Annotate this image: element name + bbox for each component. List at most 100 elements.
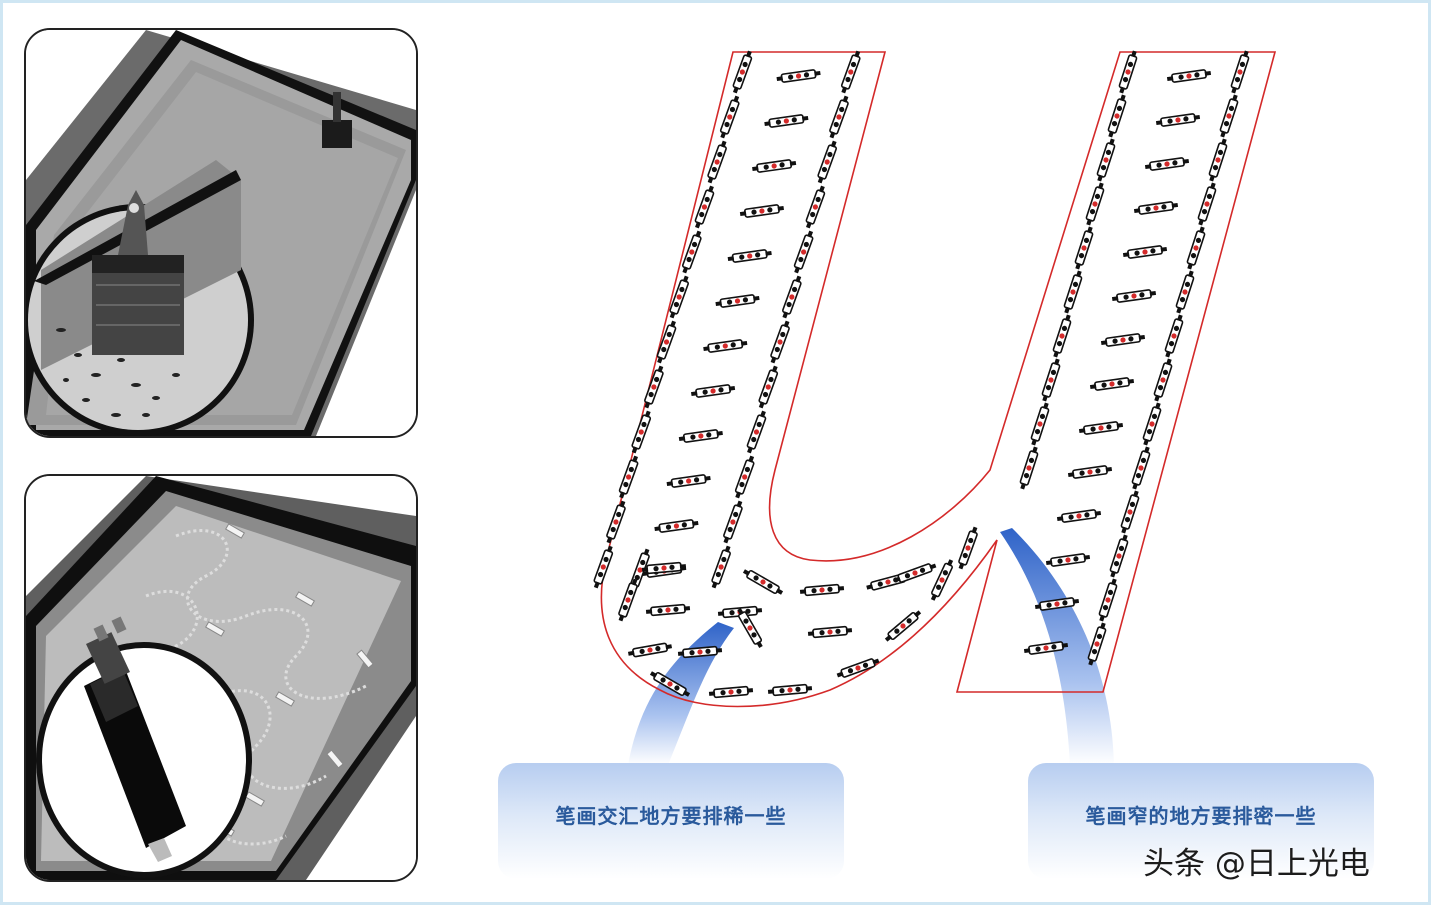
- led-module: [770, 320, 790, 364]
- led-module: [752, 159, 797, 173]
- led-module: [727, 249, 772, 263]
- led-module: [1230, 50, 1250, 94]
- led-module: [782, 275, 802, 319]
- led-module: [805, 185, 826, 229]
- led-module: [1142, 402, 1162, 446]
- led-module: [1133, 201, 1179, 215]
- led-module: [1109, 534, 1129, 578]
- panel-glue-modules: [24, 474, 418, 882]
- small-scraper-icon: [322, 92, 352, 148]
- led-module: [1030, 402, 1050, 446]
- callout-left-text: 笔画交汇地方要排稀一些: [555, 803, 787, 828]
- led-module: [1131, 446, 1151, 490]
- led-module: [807, 625, 853, 639]
- led-module: [715, 294, 760, 308]
- led-module: [669, 275, 689, 319]
- led-module: [593, 545, 614, 589]
- led-module: [742, 569, 784, 595]
- led-module: [1111, 289, 1157, 303]
- watermark: 头条 @日上光电: [1143, 846, 1370, 882]
- led-module: [1063, 270, 1083, 314]
- led-module: [1052, 314, 1072, 358]
- led-module: [641, 561, 687, 575]
- led-module: [840, 50, 861, 94]
- led-module: [776, 69, 821, 83]
- clean-tray-illustration: [26, 30, 416, 436]
- led-module: [1087, 622, 1107, 666]
- led-module: [734, 455, 755, 499]
- led-module: [1166, 69, 1212, 83]
- led-module: [1175, 270, 1195, 314]
- led-module: [739, 204, 784, 218]
- led-module: [1186, 226, 1206, 270]
- led-module: [656, 320, 677, 364]
- led-module: [691, 384, 736, 398]
- led-module: [1197, 182, 1217, 226]
- scraper-icon: [92, 190, 184, 355]
- panel-clean-tray: [24, 28, 418, 438]
- led-module: [707, 140, 727, 184]
- led-module: [1155, 113, 1201, 127]
- led-module: [645, 603, 691, 617]
- led-module: [1118, 50, 1138, 94]
- led-module: [799, 583, 845, 597]
- led-module: [627, 642, 673, 658]
- led-module: [746, 410, 767, 454]
- glue-modules-illustration: [26, 476, 416, 880]
- led-module: [1067, 465, 1113, 479]
- led-module: [1208, 138, 1228, 182]
- led-module: [893, 563, 937, 583]
- led-module: [732, 50, 753, 94]
- led-module: [764, 114, 809, 128]
- magnifier-circle: [36, 616, 252, 878]
- magnifier-circle: [26, 160, 254, 436]
- led-module: [678, 429, 723, 443]
- led-module: [1122, 245, 1168, 259]
- led-module: [1120, 490, 1140, 534]
- led-module: [1045, 553, 1091, 567]
- led-module: [694, 185, 715, 229]
- led-module: [631, 410, 652, 454]
- led-module: [817, 140, 838, 184]
- led-module: [767, 683, 813, 697]
- led-module: [1078, 421, 1124, 435]
- led-module: [1056, 509, 1102, 523]
- led-module: [829, 95, 849, 139]
- led-module: [681, 230, 702, 274]
- led-module: [836, 658, 880, 678]
- led-module: [606, 500, 626, 544]
- callout-right-text: 笔画窄的地方要排密一些: [1085, 803, 1317, 828]
- led-modules: [593, 50, 1250, 699]
- led-module: [1107, 94, 1127, 138]
- letter-u-outline: [600, 51, 1277, 708]
- led-module: [654, 519, 699, 533]
- callout-sparse-at-joins: 笔画交汇地方要排稀一些: [498, 763, 844, 879]
- led-module: [1219, 94, 1239, 138]
- led-module: [1164, 314, 1184, 358]
- led-module: [1034, 597, 1080, 611]
- led-module: [1085, 182, 1105, 226]
- led-module: [793, 230, 814, 274]
- led-module: [708, 685, 754, 699]
- led-module: [1153, 358, 1173, 402]
- led-module: [758, 365, 779, 409]
- led-module: [649, 671, 691, 697]
- glue-gun-icon: [84, 616, 186, 862]
- led-module: [711, 545, 731, 589]
- led-module: [723, 500, 743, 544]
- led-module: [737, 607, 763, 649]
- led-module: [1100, 333, 1146, 347]
- led-module: [677, 645, 723, 659]
- led-module: [644, 365, 664, 409]
- led-module: [1098, 578, 1118, 622]
- led-module: [958, 526, 978, 570]
- led-module: [1096, 138, 1116, 182]
- led-module: [1019, 446, 1039, 490]
- led-module: [666, 474, 711, 488]
- led-module: [618, 455, 639, 499]
- led-module: [719, 95, 740, 139]
- led-module: [1023, 641, 1069, 655]
- led-module: [1041, 358, 1061, 402]
- led-module: [1144, 157, 1190, 171]
- led-module: [884, 610, 922, 642]
